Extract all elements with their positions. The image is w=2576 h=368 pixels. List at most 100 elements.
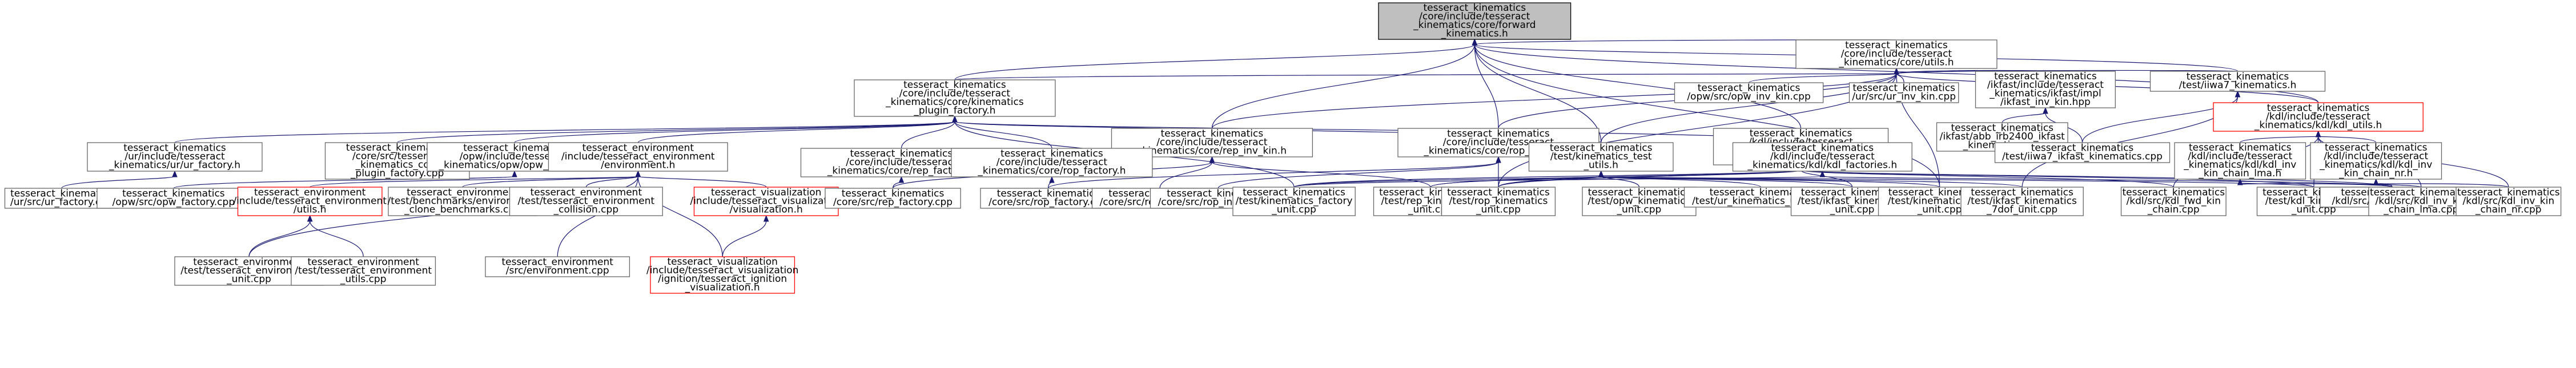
dependency-edge	[310, 176, 638, 188]
graph-node-n8[interactable]: tesseract_kinematics/ikfast/include/tess…	[1975, 71, 2116, 108]
edge-arrowhead	[2043, 107, 2048, 114]
node-label-line: /ur/src/ur_inv_kin.cpp	[1852, 91, 1956, 103]
graph-node-n2[interactable]: tesseract_kinematics/core/include/tesser…	[854, 79, 1056, 117]
graph-node-n45[interactable]: tesseract_kinematics/kdl/include/tessera…	[2310, 142, 2442, 180]
node-label-line: /test/benchmarks/environment	[388, 196, 538, 207]
node-box	[2456, 187, 2562, 216]
node-label-line: _visualization.h	[685, 282, 760, 293]
node-label-line: tesseract_kinematics	[1801, 187, 1904, 199]
edge-arrowhead	[172, 170, 178, 177]
node-label-line: /test/iiwa7_kinematics.h	[2179, 80, 2297, 91]
graph-node-n1[interactable]: tesseract_kinematics/core/include/tesser…	[1795, 39, 1998, 69]
graph-node-n25[interactable]: tesseract_kinematics/core/src/rep_factor…	[825, 188, 961, 209]
node-label-line: /kdl/include/tesseract	[1770, 151, 1875, 163]
graph-node-n3[interactable]: tesseract_kinematics/core/include/tesser…	[1111, 128, 1313, 157]
node-label-line: /opw/include/tesseract	[460, 151, 570, 163]
node-label-line: _utils.cpp	[340, 274, 387, 285]
node-label-line: /kdl/src/kdl_inv_kin	[2375, 196, 2467, 207]
node-label-line: tesseract_environment	[407, 187, 519, 199]
node-label-line: /include/tesseract_visualization	[646, 265, 798, 276]
graph-node-n31[interactable]: tesseract_kinematics/test/rop_kinematics…	[1441, 187, 1556, 216]
graph-node-n12[interactable]: tesseract_kinematics/core/src/tesseract_…	[324, 142, 470, 180]
node-label-line: _kinematics/core/rop_factory.h	[977, 165, 1126, 177]
graph-node-n37[interactable]: tesseract_kinematics/kdl/src/kdl_fwd_kin…	[2120, 187, 2227, 216]
node-label-line: _unit.cpp	[1271, 204, 1316, 216]
node-label-line: /test/kinematics_test	[1550, 151, 1652, 163]
graph-node-n18[interactable]: tesseract_kinematics/kdl/include/tessera…	[1732, 142, 1912, 172]
graph-node-n17[interactable]: tesseract_kinematics/test/kinematics_tes…	[1528, 142, 1674, 172]
node-label-line: /kdl/include/tesseract	[2266, 111, 2370, 123]
node-box	[825, 188, 961, 209]
node-box	[1232, 187, 1356, 216]
graph-node-n6[interactable]: tesseract_kinematics/kdl/include/tessera…	[2213, 102, 2424, 132]
dependency-edge	[462, 176, 638, 188]
graph-node-n21[interactable]: tesseract_environment/include/tesseract_…	[233, 187, 387, 216]
dependency-edge	[1800, 169, 2174, 188]
node-label-line: /core/src/rep_factory.cpp	[833, 197, 953, 208]
graph-node-n41[interactable]: tesseract_kinematics/kdl/src/kdl_inv_kin…	[2456, 187, 2562, 216]
graph-node-n47[interactable]: tesseract_environment/test/tesseract_env…	[291, 256, 436, 286]
node-label-line: /test/iiwa7_ikfast_kinematics.cpp	[2002, 151, 2163, 163]
graph-node-n44[interactable]: tesseract_kinematics/kdl/include/tessera…	[2174, 142, 2306, 180]
node-label-line: /opw/src/opw_inv_kin.cpp	[1687, 91, 1810, 103]
node-label-line: tesseract_kinematics	[463, 143, 566, 154]
node-label-line: tesseract_kinematics	[2370, 187, 2473, 199]
graph-node-n43[interactable]: tesseract_kinematics/test/iiwa7_ikfast_k…	[1994, 142, 2171, 163]
node-label-line: tesseract_kinematics	[123, 143, 226, 154]
node-label-line: _kinematics/core/rep_inv_kin.h	[1137, 145, 1287, 157]
node-label-line: tesseract_kinematics	[2267, 103, 2370, 114]
node-box	[1975, 71, 2116, 108]
graph-node-n16[interactable]: tesseract_kinematics/core/include/tesser…	[951, 148, 1153, 177]
graph-node-n32[interactable]: tesseract_kinematics/test/opw_kinematics…	[1582, 187, 1697, 216]
node-label-line: _kinematics.h	[1441, 28, 1508, 39]
node-box	[1378, 2, 1572, 40]
graph-node-n7[interactable]: tesseract_kinematics/test/iiwa7_kinemati…	[2149, 71, 2326, 92]
node-label-line: _unit.cpp	[1917, 204, 1962, 216]
graph-node-n36[interactable]: tesseract_kinematics/test/ikfast_kinemat…	[1960, 187, 2084, 216]
node-label-line: tesseract_environment	[254, 187, 366, 199]
node-label-line: /utils.h	[294, 204, 327, 216]
graph-node-n14[interactable]: tesseract_environment/include/tesseract_…	[548, 142, 728, 172]
dependency-edge	[1822, 176, 2393, 188]
node-box	[2174, 142, 2306, 180]
node-box	[1795, 39, 1998, 69]
edge-arrowhead	[1819, 170, 1826, 177]
node-label-line: tesseract_kinematics	[997, 188, 1100, 200]
graph-node-n48[interactable]: tesseract_environment/src/environment.cp…	[485, 256, 630, 277]
dependency-edge	[174, 121, 955, 143]
node-label-line: tesseract_environment	[501, 257, 613, 268]
dependency-edge	[2240, 183, 2393, 188]
graph-node-n0[interactable]: tesseract_kinematics/core/include/tesser…	[1378, 2, 1572, 40]
node-box	[2310, 142, 2442, 180]
node-box	[1674, 82, 1824, 103]
node-label-line: /test/ikfast_kinematics	[1967, 196, 2077, 207]
node-label-line: tesseract_kinematics	[1771, 143, 1874, 154]
edge-arrowhead	[635, 170, 641, 177]
dependency-edge	[1211, 44, 1475, 129]
node-label-line: /kdl/src/kdl_fwd_kin	[2127, 196, 2221, 207]
node-box	[1848, 82, 1959, 103]
edge-arrowhead	[512, 170, 517, 177]
node-label-line: tesseract_visualization	[711, 187, 821, 199]
graph-node-n23[interactable]: tesseract_environment/test/tesseract_env…	[509, 187, 663, 216]
dependency-edge	[248, 220, 311, 257]
graph-node-n10[interactable]: tesseract_kinematics/ur/src/ur_inv_kin.c…	[1848, 82, 1959, 103]
graph-node-n9[interactable]: tesseract_kinematics/opw/src/opw_inv_kin…	[1674, 82, 1824, 103]
node-box	[1441, 187, 1556, 216]
node-label-line: /include/tesseract_environment	[561, 151, 715, 163]
edge-arrowhead	[1496, 156, 1501, 163]
node-label-line: _plugin_factory.h	[913, 105, 995, 116]
graph-node-n24[interactable]: tesseract_visualization/include/tesserac…	[690, 187, 842, 216]
graph-node-n49[interactable]: tesseract_visualization/include/tesserac…	[646, 256, 798, 294]
node-label-line: /visualization.h	[730, 204, 803, 216]
graph-node-n20[interactable]: tesseract_kinematics/opw/src/opw_factory…	[97, 188, 251, 209]
graph-node-n11[interactable]: tesseract_kinematics/ur/include/tesserac…	[87, 142, 263, 172]
graph-node-n42[interactable]: tesseract_kinematics/ikfast/abb_irb2400_…	[1936, 122, 2068, 152]
node-box	[951, 148, 1153, 177]
node-label-line: _kin_chain_lma.h	[2198, 168, 2281, 179]
edge-arrowhead	[1598, 170, 1604, 177]
dependency-edge	[954, 121, 1052, 149]
edge-arrowhead	[2315, 130, 2321, 138]
graph-node-n29[interactable]: tesseract_kinematics/test/kinematics_fac…	[1232, 187, 1356, 216]
